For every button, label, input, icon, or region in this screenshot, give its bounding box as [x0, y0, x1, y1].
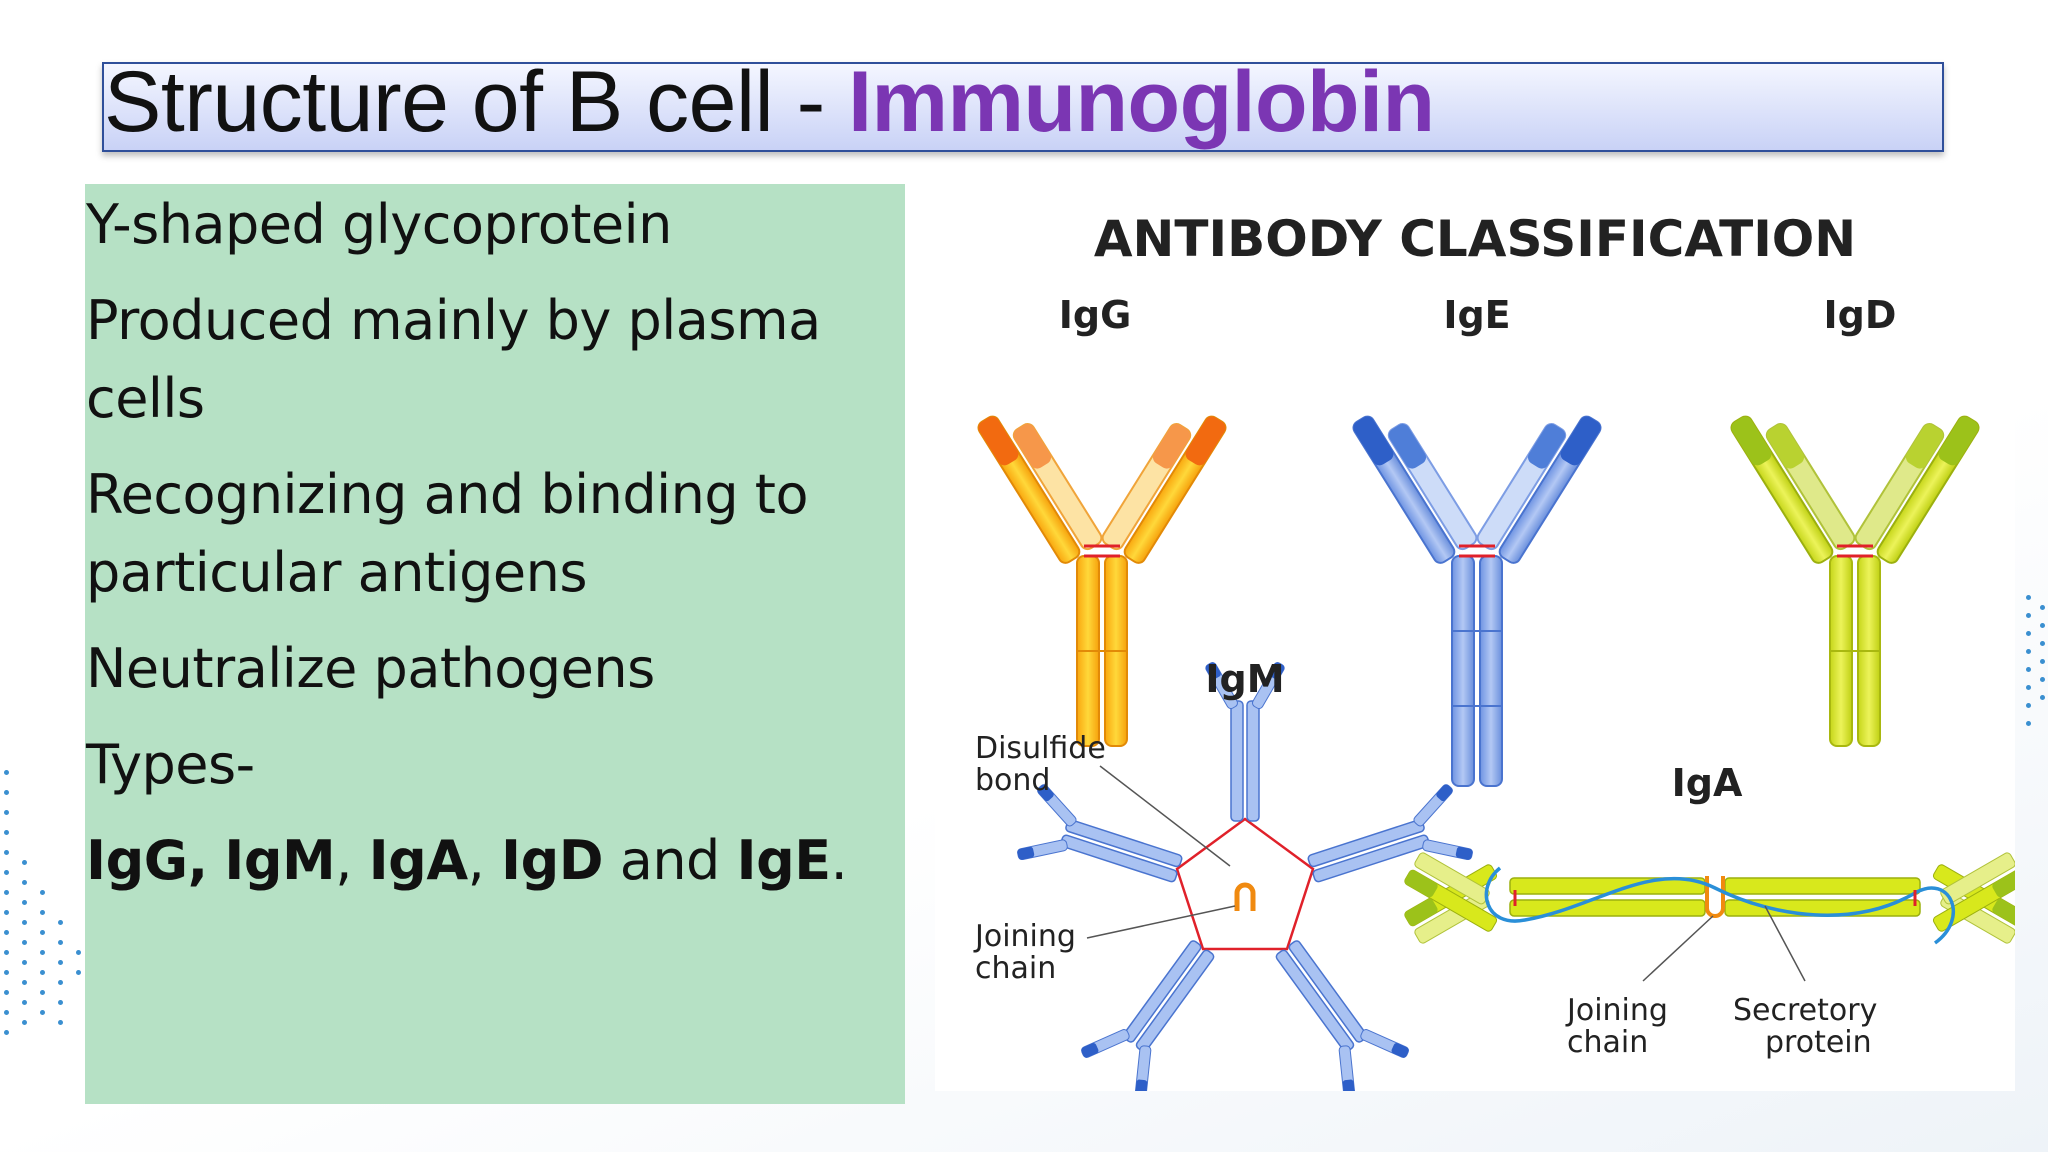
bullet-item: Y-shaped glycoprotein	[86, 193, 672, 256]
iga-joining-label-line1: Joining	[1565, 993, 1668, 1028]
joining-pointer	[1086, 905, 1236, 939]
secretory-pointer	[1764, 905, 1806, 982]
igg-antibody: IgG	[977, 293, 1227, 747]
type-period: .	[830, 829, 848, 892]
title-main: Structure of B cell -	[104, 54, 849, 150]
title-bar	[102, 62, 1944, 152]
bullet-list: Y-shaped glycoprotein Produced mainly by…	[86, 186, 886, 918]
type-igm: IgM	[224, 829, 336, 892]
iga-joining-label-line2: chain	[1567, 1025, 1648, 1060]
igd-label: IgD	[1824, 293, 1897, 337]
ige-label: IgE	[1443, 293, 1510, 337]
antibody-classification-figure: ANTIBODY CLASSIFICATION IgG IgE	[935, 186, 2015, 1091]
type-igg: IgG,	[86, 829, 208, 892]
type-ige: IgE	[736, 829, 832, 892]
bullet-item: Neutralize pathogens	[86, 637, 655, 700]
igd-antibody: IgD	[1730, 293, 1980, 747]
type-separator: ,	[467, 829, 501, 892]
igm-antibody: IgM Disulfide bond Joining chain	[973, 657, 1473, 1091]
type-separator: ,	[335, 829, 369, 892]
bullet-item: Recognizing and binding to particular an…	[86, 463, 809, 604]
joining-label-line2: chain	[975, 951, 1056, 986]
ige-antibody: IgE	[1352, 293, 1602, 787]
left-dot-pattern	[0, 770, 90, 1070]
text-panel	[85, 184, 905, 1104]
disulfide-label-line2: bond	[975, 763, 1050, 798]
types-line: IgG, IgM, IgA, IgD and IgE.	[86, 822, 886, 900]
figure-title: ANTIBODY CLASSIFICATION	[1094, 210, 1856, 268]
iga-label: IgA	[1672, 761, 1743, 805]
disulfide-pointer	[1099, 765, 1231, 867]
type-iga: IgA	[368, 829, 469, 892]
igm-label: IgM	[1205, 657, 1284, 701]
type-igd: IgD	[500, 829, 604, 892]
bullet-item: Types-	[86, 733, 255, 796]
secretory-label-line1: Secretory	[1733, 993, 1877, 1028]
joining-label-line1: Joining	[973, 919, 1076, 954]
disulfide-label-line1: Disulfide	[975, 731, 1106, 766]
type-and: and	[603, 829, 737, 892]
slide-title: Structure of B cell - Immunoglobin	[104, 52, 1435, 152]
iga-antibody: IgA Joining chain Secretory protein	[1404, 761, 2015, 1060]
bullet-item: Produced mainly by plasma cells	[86, 289, 821, 430]
title-accent: Immunoglobin	[848, 54, 1435, 150]
iga-joining-pointer	[1642, 915, 1714, 982]
secretory-label-line2: protein	[1765, 1025, 1872, 1060]
igg-label: IgG	[1059, 293, 1132, 337]
